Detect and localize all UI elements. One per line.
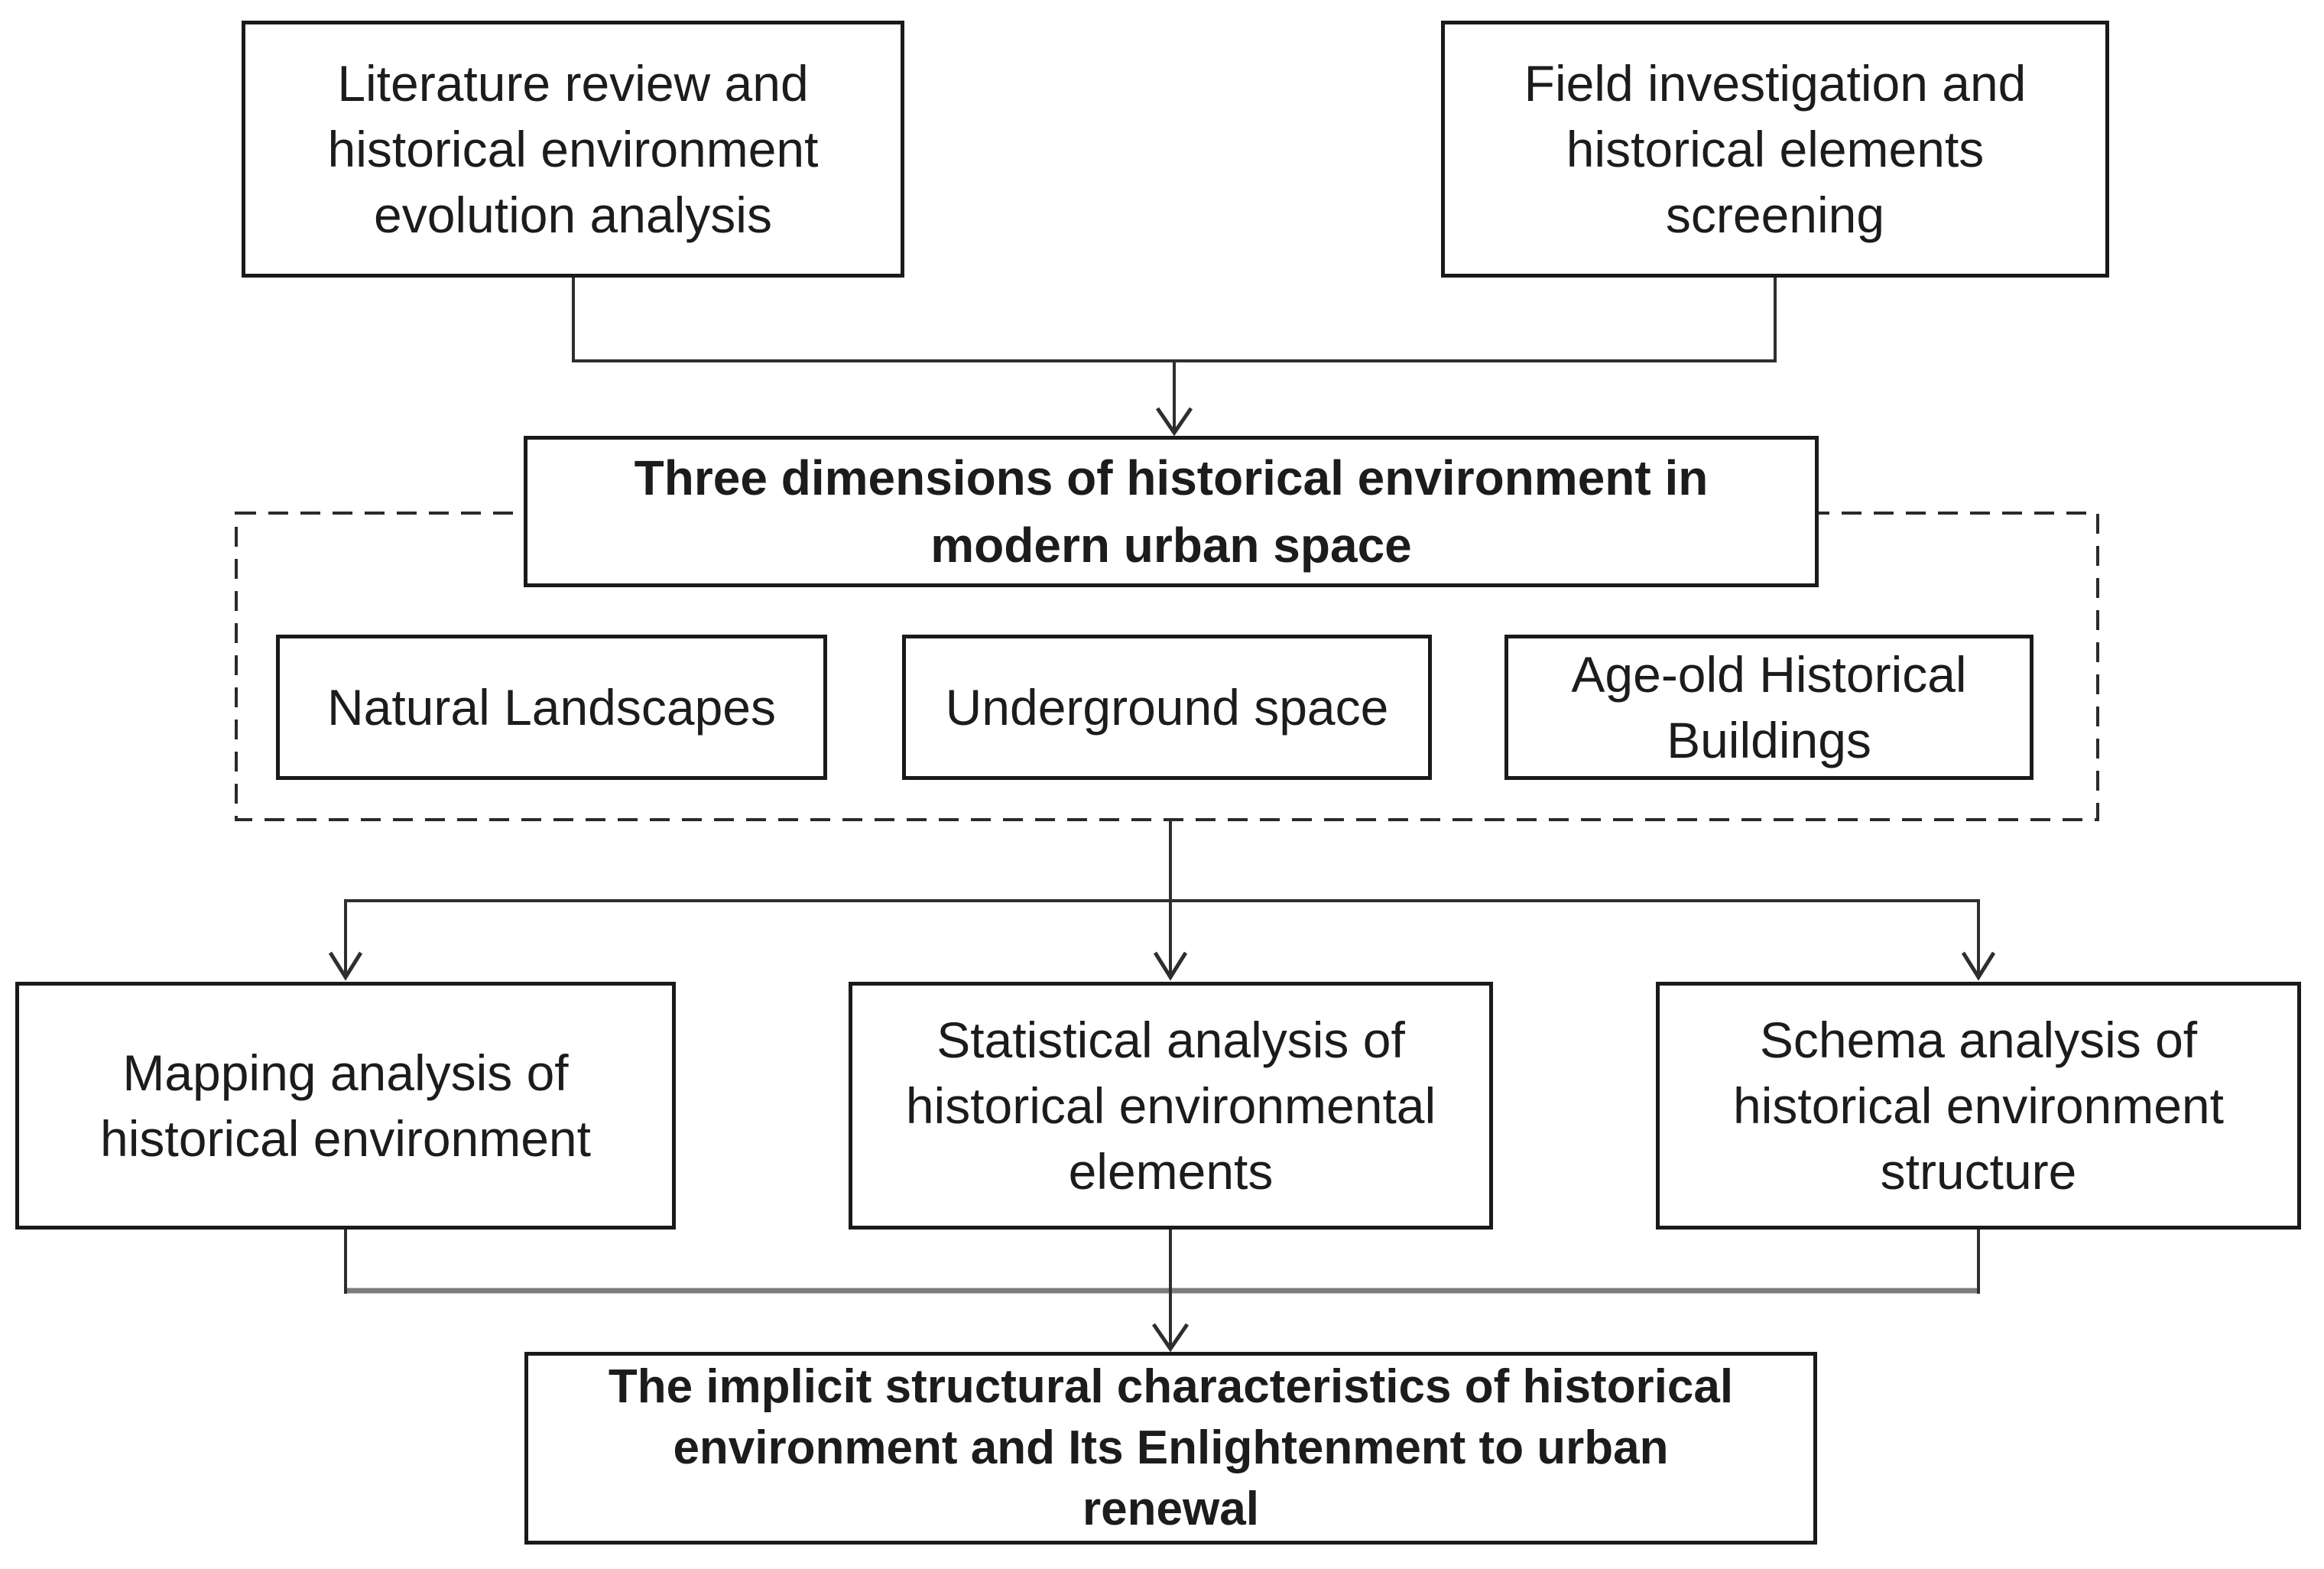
arrowhead-down-icon — [1155, 407, 1193, 437]
node-mapping-analysis: Mapping analysis of historical environme… — [15, 982, 676, 1230]
arrowhead-down-icon — [1961, 951, 1996, 981]
top-merge-connector — [572, 278, 1777, 362]
node-schema-analysis: Schema analysis of historical environmen… — [1656, 982, 2301, 1230]
node-age-old-historical-buildings: Age-old Historical Buildings — [1504, 635, 2034, 780]
node-outcome-implicit-structural-characteristics: The implicit structural characteristics … — [524, 1352, 1817, 1545]
distribution-connector — [344, 899, 1980, 976]
node-statistical-analysis: Statistical analysis of historical envir… — [849, 982, 1493, 1230]
arrowhead-down-icon — [1153, 951, 1188, 981]
dashed-group-border — [235, 512, 2099, 821]
node-natural-landscapes: Natural Landscapes — [276, 635, 827, 780]
arrowhead-down-icon — [1151, 1323, 1190, 1353]
arrowhead-down-icon — [328, 951, 363, 981]
node-literature-review: Literature review and historical environ… — [242, 21, 904, 278]
node-underground-space: Underground space — [902, 635, 1432, 780]
node-field-investigation: Field investigation and historical eleme… — [1441, 21, 2109, 278]
node-three-dimensions-header: Three dimensions of historical environme… — [524, 436, 1819, 587]
